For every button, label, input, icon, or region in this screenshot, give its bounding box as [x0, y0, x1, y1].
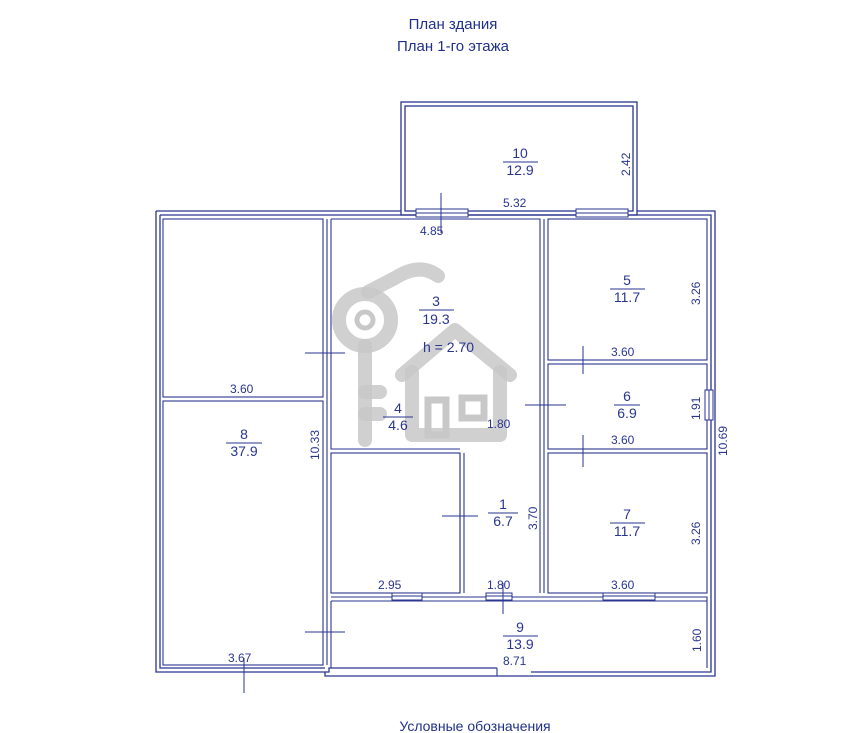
svg-text:10: 10	[512, 145, 528, 161]
dim-3-70: 3.70	[526, 506, 540, 530]
svg-text:37.9: 37.9	[230, 443, 257, 459]
svg-text:12.9: 12.9	[506, 162, 533, 178]
dim-8-71: 8.71	[503, 654, 527, 668]
dim-3-26-bottom: 3.26	[689, 521, 703, 545]
dim-3-26-top: 3.26	[689, 281, 703, 305]
dim-3-60-left: 3.60	[230, 382, 254, 396]
dim-3-67: 3.67	[228, 651, 252, 665]
plan-title: План здания	[408, 16, 498, 33]
svg-text:8: 8	[240, 426, 248, 442]
svg-text:19.3: 19.3	[422, 311, 449, 327]
svg-text:7: 7	[623, 506, 631, 522]
dim-3-60-room6: 3.60	[611, 433, 635, 447]
dim-1-60: 1.60	[690, 628, 704, 652]
dim-10-69: 10.69	[716, 426, 730, 456]
room-1-label: 1 6.7	[488, 496, 518, 529]
svg-text:1: 1	[499, 496, 507, 512]
door-marks	[243, 193, 584, 693]
dim-3-60-room5: 3.60	[611, 345, 635, 359]
dim-1-80-bottom: 1.80	[487, 578, 511, 592]
svg-text:6.9: 6.9	[617, 405, 637, 421]
svg-text:4.6: 4.6	[388, 417, 408, 433]
legend-title: Условные обозначения	[399, 718, 551, 733]
room-10-label: 10 12.9	[503, 145, 538, 178]
svg-text:9: 9	[516, 619, 524, 635]
dim-10-33: 10.33	[308, 430, 322, 460]
svg-text:6: 6	[623, 388, 631, 404]
dim-2-95: 2.95	[378, 578, 402, 592]
svg-text:3: 3	[432, 293, 440, 309]
room-9-label: 9 13.9	[503, 619, 538, 652]
svg-text:11.7: 11.7	[614, 523, 640, 539]
room-7-label: 7 11.7	[610, 506, 645, 539]
plan-subtitle: План 1-го этажа	[396, 38, 510, 55]
svg-text:5: 5	[623, 272, 631, 288]
room-8-label: 8 37.9	[226, 426, 262, 459]
room-5-label: 5 11.7	[610, 272, 645, 305]
dimension-labels: 2.42 5.32 4.85 3.26 3.60 3.60 1.91 3.60 …	[228, 152, 730, 668]
room-labels: 10 12.9 3 19.3 5 11.7 6 6.9 4	[226, 145, 645, 652]
svg-text:6.7: 6.7	[493, 513, 513, 529]
svg-text:13.9: 13.9	[506, 636, 533, 652]
dim-4-85: 4.85	[420, 224, 444, 238]
room-3-label: 3 19.3	[419, 293, 454, 327]
dim-1-80-mid: 1.80	[487, 417, 511, 431]
room-6-label: 6 6.9	[614, 388, 640, 421]
room-4-label: 4 4.6	[383, 400, 413, 433]
ceiling-height-label: h = 2.70	[423, 339, 474, 355]
key-house-icon	[332, 262, 517, 447]
dim-5-32: 5.32	[503, 196, 527, 210]
svg-text:4: 4	[394, 400, 402, 416]
dim-3-60-room7: 3.60	[611, 578, 635, 592]
dim-1-91: 1.91	[689, 396, 703, 420]
dim-2-42: 2.42	[619, 152, 633, 176]
windows	[391, 208, 714, 601]
svg-text:11.7: 11.7	[614, 289, 640, 305]
